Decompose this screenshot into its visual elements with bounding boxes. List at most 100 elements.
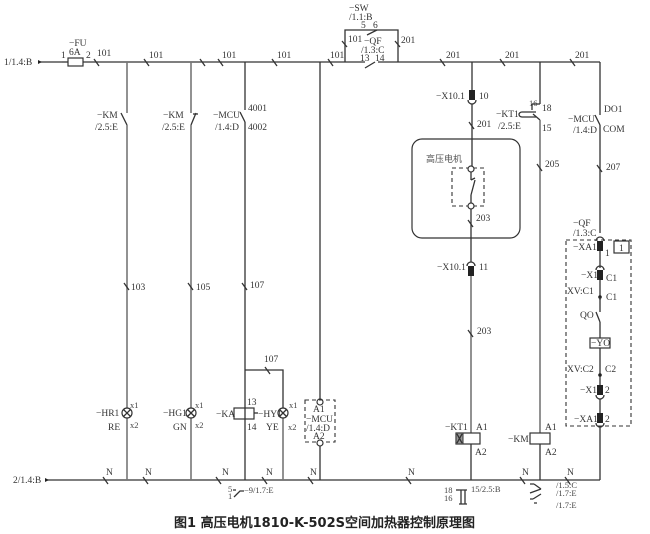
x10-bot-pin: 11 [479,263,488,273]
ka-contact-1: 1 [228,491,232,501]
hr1-x2: x2 [130,420,139,430]
hy1-x1: x1 [289,400,298,410]
fuse-rating: 6A [69,48,81,58]
mcu-tag: −MCU [213,111,240,121]
km-xref-1: /1.5:C [556,480,577,490]
wire-label: N [310,468,317,478]
xa1-bot-tag: −XA1 [574,415,598,425]
mcu-do-ref: /1.4:D [573,126,597,136]
x1-bot-tag: −X1 [580,386,597,396]
c1-label: C1 [606,293,617,303]
km-tag: −KM [97,111,118,121]
wire-label: 105 [196,283,211,293]
hg1-x2: x2 [195,420,204,430]
wire-label: 101 [330,51,345,61]
qf-ref: /1.3:C [361,46,385,56]
xa1-top-tag: −XA1 [573,243,597,253]
ka-tag: −KA [216,410,235,420]
mcu-a2: A2 [313,432,325,442]
km-coil-tag: −KM [508,435,529,445]
xa1-top-pin: 1 [605,249,610,259]
kt1-pin18: 18 [542,104,552,114]
xv-c2: XV:C2 [567,365,594,375]
fuse-pin1: 1 [61,51,66,61]
mcu-com: COM [603,125,625,135]
xv-c1: XV:C1 [567,287,594,297]
sw-tag: −SW [349,4,369,14]
km-xref-2: /1.7:E [556,488,577,498]
wire-label: 101 [277,51,292,61]
top-rail: 1/1.4:B −FU 6A 1 2 101 101 101 101 101 −… [4,4,600,69]
ka-pin13: 13 [247,398,257,408]
km-xref-3: /1.7:E [556,500,577,510]
km-a2: A2 [545,448,557,458]
branch-hr1: −KM /2.5:E 103 −HR1 RE x1 x2 [95,62,146,480]
qf-tag: −QF [364,37,382,47]
wire-label: N [567,468,574,478]
x1-top-tag: −X1 [581,271,598,281]
branch-ka-hy1: −MCU /1.4:D 4001 4002 107 107 −KA 13 14 … [213,62,298,501]
km-ref: /2.5:E [162,123,185,133]
kt1-xref: 15/2.5:B [471,484,501,494]
wire-label: 107 [250,281,265,291]
xa1-bot-pin: 2 [605,415,610,425]
kt1-pin16: 16 [529,98,538,108]
fuse-pin2: 2 [86,51,91,61]
terminal-x1-bot-icon [597,385,603,395]
motor-switch-box [451,167,485,207]
mcu-a1: A1 [313,405,325,415]
qf-unit-box [565,239,632,427]
branch-mcu-input: A1 −MCU /1.4:D A2 [304,62,336,480]
ref-left-bottom: 2/1.4:B [13,476,41,486]
kt1-ref: /2.5:E [498,122,521,132]
sw-pin5: 5 [361,21,366,31]
wire-label: 201 [446,51,461,61]
qf-aux-label: 1 [619,244,624,254]
x10-top-tag: −X10.1 [436,92,465,102]
kt1-contact-18: 18 [444,485,453,495]
km-ref: /2.5:E [95,123,118,133]
wire-label: 4002 [248,123,267,133]
terminal-x10-top-icon [469,90,475,100]
branch-km-coil: −KT1 /2.5:E 16 18 15 205 −KM A1 A2 /1.5:… [496,62,577,510]
wire-label: 101 [222,51,237,61]
wire-label: 4001 [248,104,267,114]
branch-motor: −X10.1 10 201 高压电机 203 −X10.1 11 203 −KT… [411,62,521,505]
contactor-km-coil [529,432,551,445]
kt1-pin15: 15 [542,124,552,134]
fuse-tag: −FU [69,39,87,49]
wire-label: N [266,468,273,478]
kt1-a1: A1 [476,423,488,433]
ka-contact-5: 5 [228,484,232,494]
wire-label: 205 [545,160,560,170]
hr1-tag: −HR1 [96,409,120,419]
x1-bot-pin: 2 [605,386,610,396]
kt1-a2: A2 [475,448,487,458]
branch-qf-unit: −MCU /1.4:D DO1 COM 207 −QF /1.3:C −XA1 … [565,62,632,480]
x10-top-pin: 10 [479,92,489,102]
qf-aux-box [613,240,630,254]
ka-xref: −9/1.7:E [244,485,274,495]
hg1-x1: x1 [195,400,204,410]
kt1-contact-16: 16 [444,493,453,503]
qf-pin13: 13 [360,54,370,64]
mcu-ref: /1.4:D [306,424,330,434]
qf-unit-ref: /1.3:C [573,229,597,239]
hr1-x1: x1 [130,400,139,410]
motor-box [411,138,521,239]
wire-label: 203 [477,327,492,337]
mcu-ref: /1.4:D [215,123,239,133]
branch-hg1: −KM /2.5:E 105 −HG1 GN x1 x2 [162,62,211,480]
km-a1: A1 [545,423,557,433]
sw-ref: /1.1:B [349,13,373,23]
c2-label: C2 [605,365,616,375]
x10-bot-tag: −X10.1 [437,263,466,273]
hy1-tag: −HY1 [258,410,282,420]
wire-label: N [522,468,529,478]
kt1-tag: −KT1 [496,110,519,120]
terminal-x10-bot-icon [468,266,474,276]
mcu-do1: DO1 [604,105,623,115]
qo-label: QO [580,311,594,321]
sw-qf-loop [344,29,399,62]
